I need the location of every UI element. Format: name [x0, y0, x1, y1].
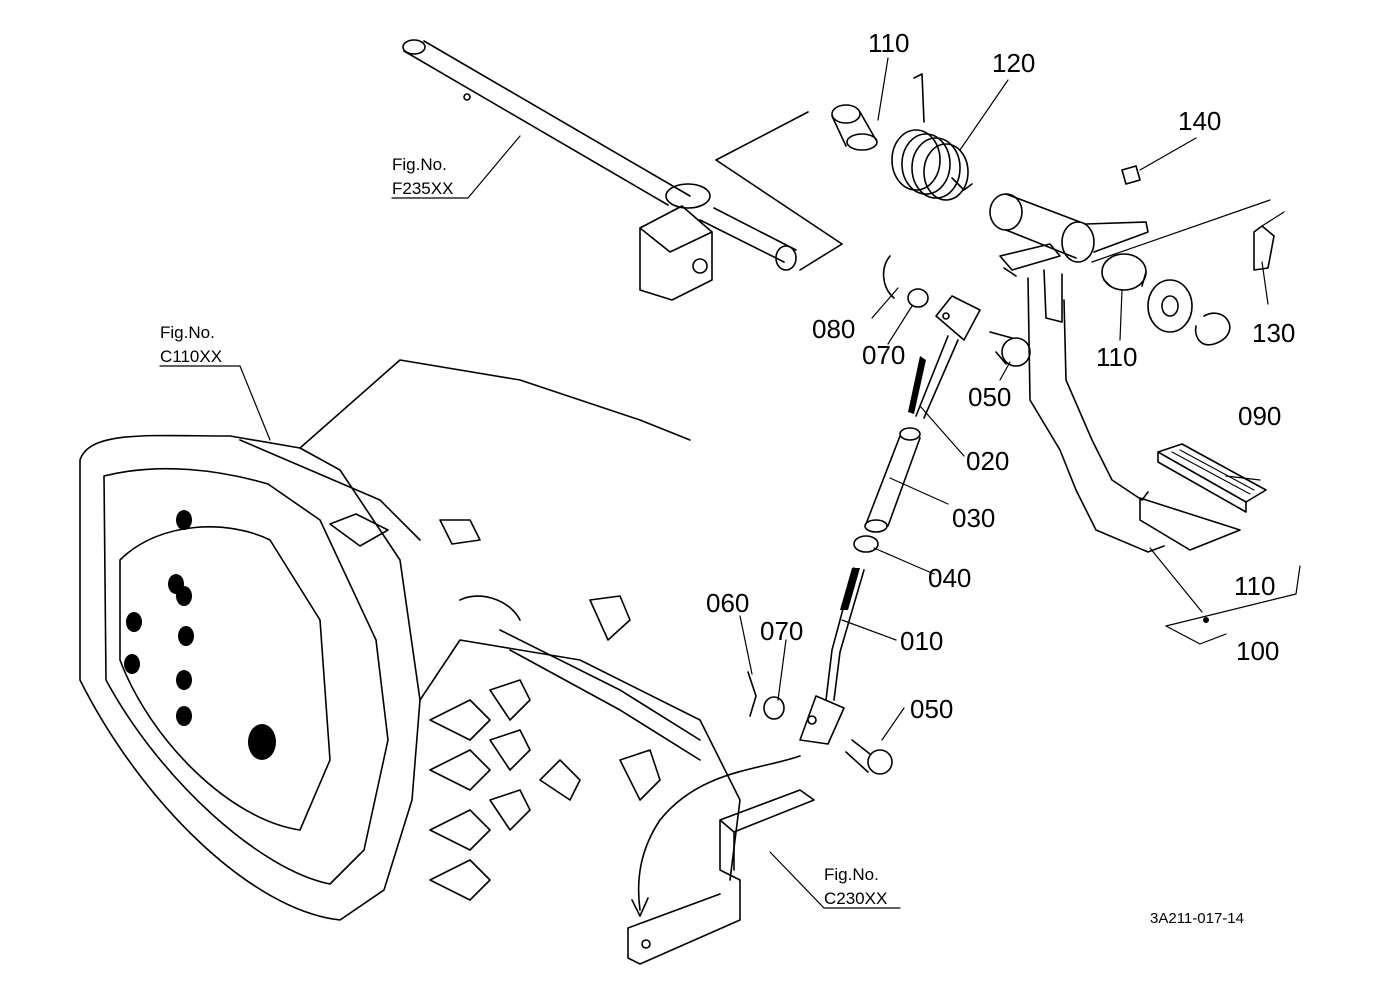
- part-number-labels: 110 120 140 130 110 090 110 100 080 070 …: [706, 28, 1295, 724]
- part-label-040-nut: 040: [928, 563, 971, 593]
- part-label-110-bushing: 110: [1096, 342, 1137, 372]
- leader-lines: [159, 57, 1301, 909]
- part-label-050-pin-lower: 050: [910, 694, 953, 724]
- clutch-pedal-drawing: [989, 165, 1275, 553]
- figure-ref-f235-label: Fig.No.: [392, 155, 447, 174]
- part-label-080-pin: 080: [812, 314, 855, 344]
- part-label-120-spring: 120: [992, 48, 1035, 78]
- release-fork-drawing: [627, 755, 815, 965]
- part-label-020-rod: 020: [966, 446, 1009, 476]
- part-label-030-tube: 030: [952, 503, 995, 533]
- figure-ref-f235-code: F235XX: [392, 179, 453, 198]
- figure-ref-c230-code: C230XX: [824, 889, 887, 908]
- part-label-140-nut: 140: [1178, 106, 1221, 136]
- part-label-070-washer-lower: 070: [760, 616, 803, 646]
- document-code: 3A211-017-14: [1150, 910, 1244, 927]
- part-label-130-bolt: 130: [1252, 318, 1295, 348]
- part-label-060-pin: 060: [706, 588, 749, 618]
- part-label-010-rod: 010: [900, 626, 943, 656]
- part-label-110-assembly: 110: [1234, 571, 1275, 601]
- clutch-shaft-drawing: [402, 39, 843, 301]
- clutch-rod-assembly-drawing: [747, 255, 1031, 775]
- part-label-050-pin-upper: 050: [968, 382, 1011, 412]
- figure-reference-labels: Fig.No. F235XX Fig.No. C110XX Fig.No. C2…: [160, 155, 887, 908]
- collar-and-spring-drawing: [831, 73, 973, 201]
- part-label-100-pedal: 100: [1236, 636, 1279, 666]
- figure-ref-c110-code: C110XX: [160, 347, 222, 366]
- part-label-090-pedal-pad: 090: [1238, 401, 1281, 431]
- part-label-070-washer-upper: 070: [862, 340, 905, 370]
- figure-ref-c230-label: Fig.No.: [824, 865, 879, 884]
- figure-ref-c110-label: Fig.No.: [160, 323, 215, 342]
- part-label-110-collar: 110: [868, 28, 909, 58]
- transmission-housing-drawing: [79, 359, 741, 921]
